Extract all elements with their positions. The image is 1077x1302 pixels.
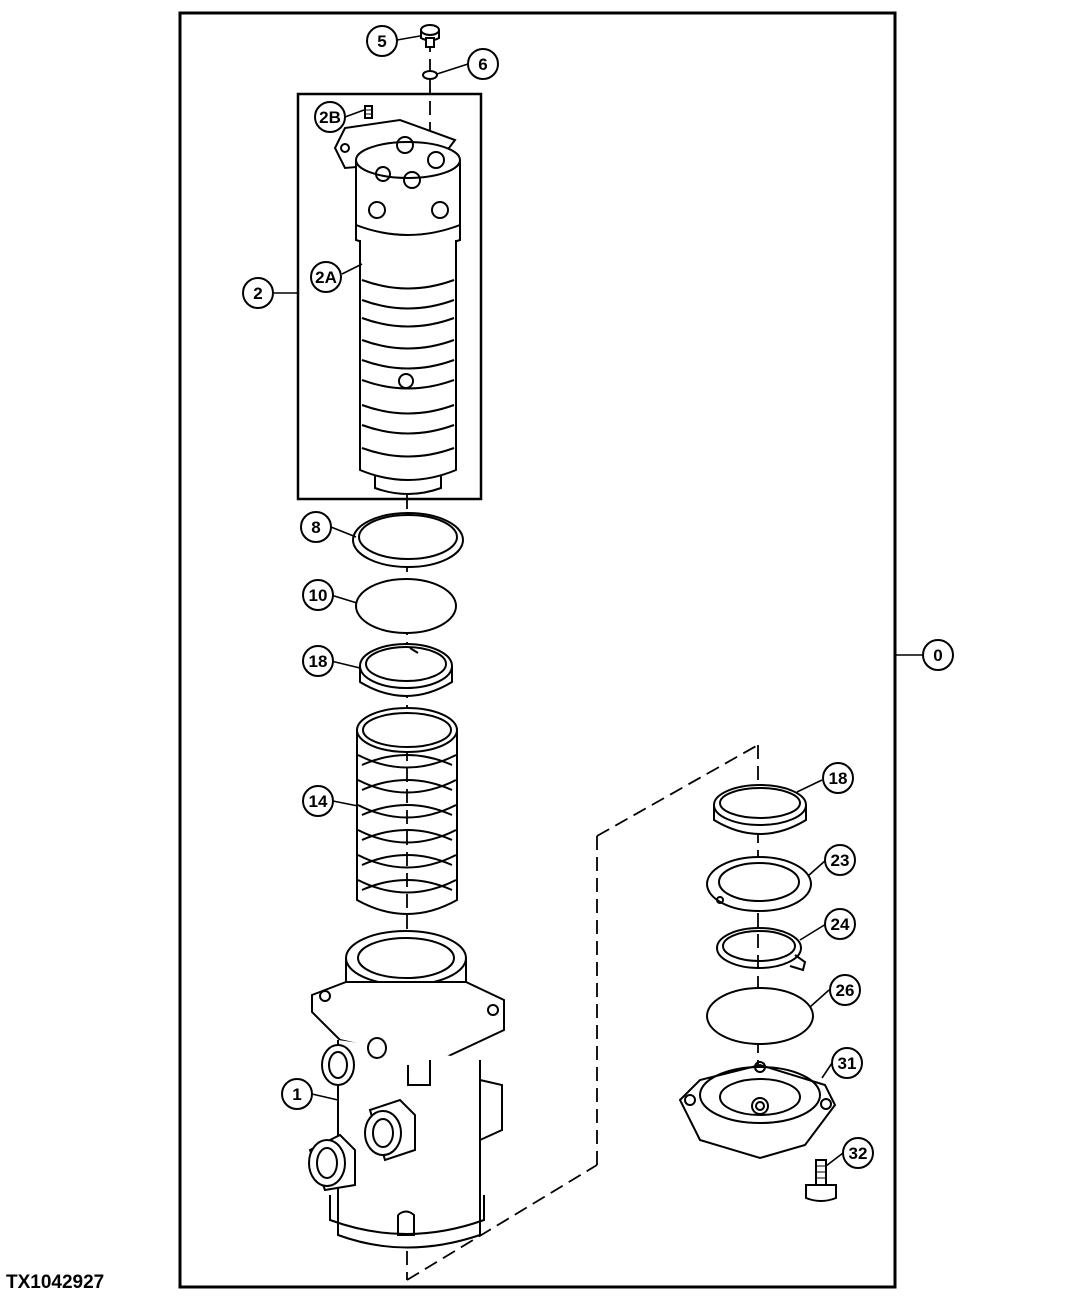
svg-text:31: 31 [838, 1054, 857, 1073]
callout-14: 14 [302, 785, 334, 817]
svg-text:2B: 2B [319, 108, 341, 127]
figure-id: TX1042927 [6, 1272, 105, 1293]
callout-8: 8 [300, 511, 332, 543]
callout-0: 0 [922, 639, 954, 671]
callout-26: 26 [829, 974, 861, 1006]
callout-32: 32 [842, 1137, 874, 1169]
callout-2A: 2A [310, 261, 342, 293]
callout-24: 24 [824, 908, 856, 940]
callout-10: 10 [302, 579, 334, 611]
part-32-bolt [805, 1159, 837, 1202]
callout-31: 31 [831, 1047, 863, 1079]
part-2A-spool [333, 118, 461, 495]
svg-text:2: 2 [253, 284, 262, 303]
svg-text:32: 32 [849, 1144, 868, 1163]
part-23-washer [706, 856, 812, 912]
part-18-ring-right [713, 784, 807, 835]
part-2B-plug [364, 105, 373, 119]
subassembly-box [296, 92, 483, 501]
callout-18-right: 18 [822, 762, 854, 794]
assembly-frame [178, 11, 897, 1289]
svg-text:5: 5 [377, 32, 386, 51]
callout-2: 2 [242, 277, 274, 309]
callout-23: 23 [824, 844, 856, 876]
part-18-ring-left [359, 643, 453, 697]
svg-text:2A: 2A [315, 268, 337, 287]
part-24-snap-ring [716, 927, 807, 972]
part-26-disc [706, 987, 814, 1045]
svg-text:18: 18 [309, 652, 328, 671]
part-14-spring [356, 707, 458, 915]
part-10-disc [355, 578, 457, 634]
svg-text:24: 24 [831, 915, 850, 934]
part-31-cover [678, 1061, 837, 1160]
svg-text:0: 0 [933, 646, 942, 665]
svg-text:23: 23 [831, 851, 850, 870]
callout-2B: 2B [314, 101, 346, 133]
callout-6: 6 [467, 48, 499, 80]
svg-text:14: 14 [309, 792, 328, 811]
svg-text:6: 6 [478, 55, 487, 74]
svg-text:8: 8 [311, 518, 320, 537]
svg-text:10: 10 [309, 586, 328, 605]
part-6-o-ring [422, 70, 438, 80]
part-8-ring [352, 512, 464, 568]
svg-text:1: 1 [292, 1085, 301, 1104]
callout-18-left: 18 [302, 645, 334, 677]
callout-1: 1 [281, 1078, 313, 1110]
callout-5: 5 [366, 25, 398, 57]
svg-text:18: 18 [829, 769, 848, 788]
leader-lines [274, 35, 923, 1167]
part-1-housing [308, 930, 505, 1249]
part-5-screw [420, 24, 440, 48]
svg-text:26: 26 [836, 981, 855, 1000]
